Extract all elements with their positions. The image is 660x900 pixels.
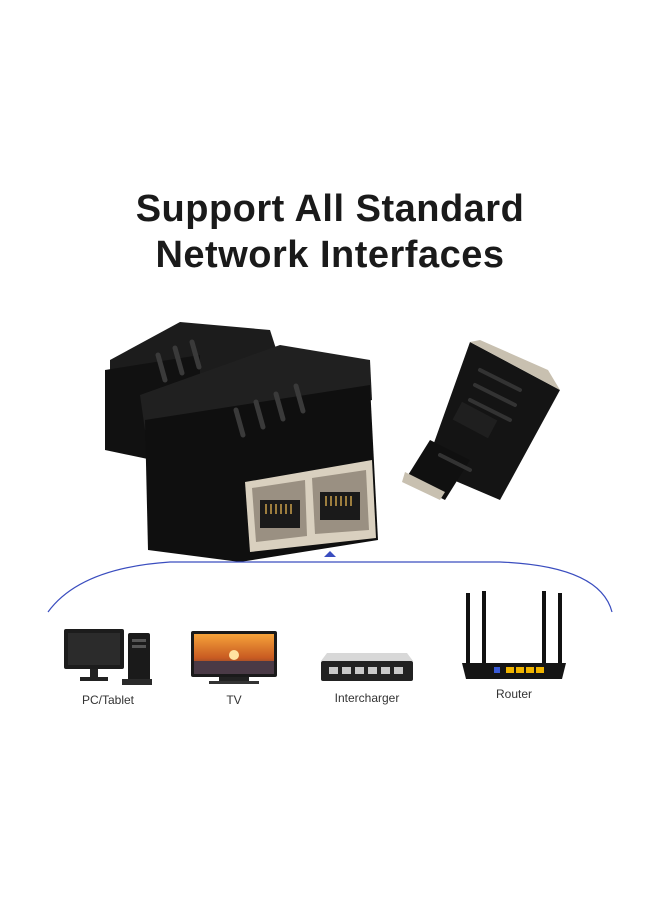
arc-pointer-icon — [324, 551, 336, 557]
device-label-router: Router — [495, 687, 533, 701]
device-intercharger: Intercharger — [316, 651, 418, 705]
headline-line-2: Network Interfaces — [155, 234, 505, 276]
desktop-pc-icon — [64, 629, 152, 685]
network-switch-icon — [321, 653, 413, 681]
headline: Support All Standard Network Interfaces — [0, 186, 660, 278]
splitter-adapter-side — [402, 340, 560, 500]
device-pc-tablet: PC/Tablet — [58, 627, 158, 707]
device-router: Router — [456, 591, 572, 701]
device-label-tv: TV — [226, 693, 242, 707]
television-icon — [191, 631, 277, 684]
rj45-splitter-product-image — [105, 322, 560, 562]
connection-arc-divider — [47, 551, 613, 613]
supported-devices-row: PC/Tablet TV — [0, 585, 660, 725]
router-icon — [462, 591, 566, 679]
headline-line-1: Support All Standard — [135, 188, 525, 230]
device-label-pc-tablet: PC/Tablet — [81, 693, 135, 707]
splitter-adapter-front — [105, 322, 378, 562]
device-tv: TV — [186, 631, 282, 707]
device-label-intercharger: Intercharger — [334, 691, 400, 705]
